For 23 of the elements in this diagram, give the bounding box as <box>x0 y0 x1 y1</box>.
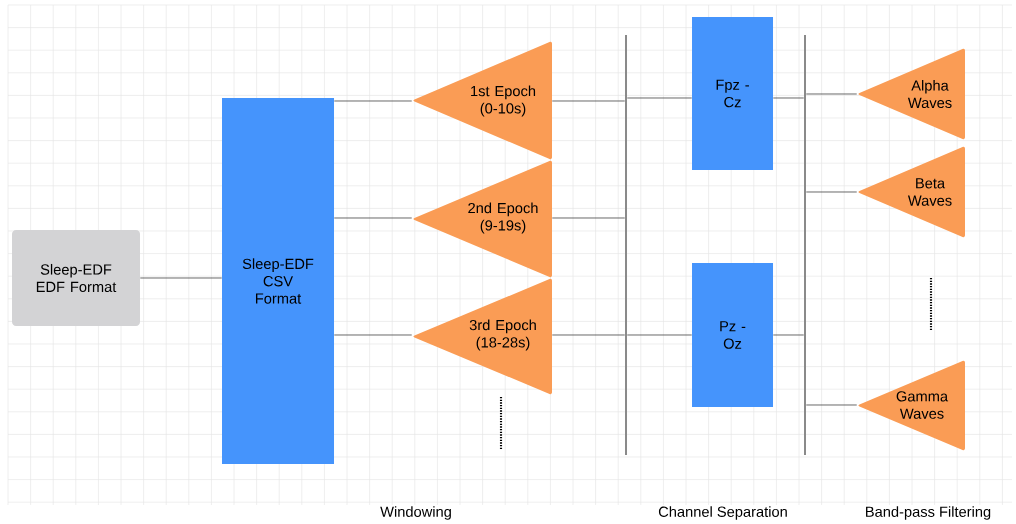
connector-line <box>772 334 805 336</box>
connector-line <box>626 97 693 99</box>
connector-line <box>626 334 693 336</box>
connector-line <box>772 97 805 99</box>
process-box: Sleep-EDF CSV Format <box>222 98 334 464</box>
connector-line <box>333 100 413 102</box>
connector-line <box>805 93 858 95</box>
process-box: Fpz - Cz <box>692 17 773 170</box>
connector-line <box>333 334 413 336</box>
bus-line <box>625 35 627 455</box>
stage-label: Band-pass Filtering <box>866 506 991 520</box>
stage-label: Channel Separation <box>658 506 787 520</box>
file-box: Sleep-EDF EDF Format <box>12 230 140 326</box>
connector-line <box>805 191 858 193</box>
bus-line <box>804 35 806 455</box>
connector-line <box>139 277 223 279</box>
connector-line <box>551 334 626 336</box>
connector-line <box>551 217 626 219</box>
connector-line <box>805 404 858 406</box>
process-box: Pz - Oz <box>692 263 773 407</box>
connector-line <box>551 100 626 102</box>
stage-label: Windowing <box>380 506 451 520</box>
connector-line <box>333 217 413 219</box>
